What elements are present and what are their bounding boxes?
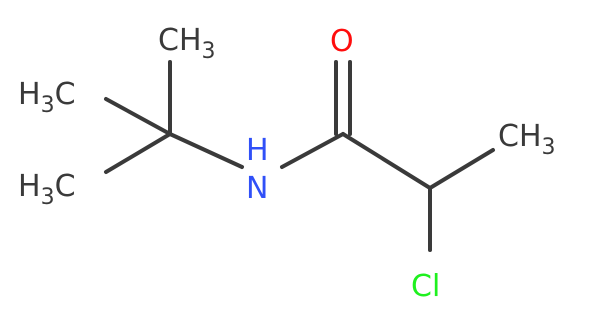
atom-o: O <box>330 24 354 59</box>
atom-nh-h: H <box>246 133 269 168</box>
atom-h3c-upper: H3C <box>18 77 76 118</box>
bond-calpha-ch3 <box>428 148 495 190</box>
atom-ch3-right-sub: 3 <box>542 135 556 160</box>
bond-carbonyl-calpha <box>341 132 432 190</box>
atom-ch3-right: CH3 <box>498 119 556 160</box>
atom-ch3-right-main: CH <box>498 119 542 154</box>
atom-h3c-lower: H3C <box>18 169 76 210</box>
bond-cq-h3c-upper <box>104 97 172 136</box>
bond-cq-n <box>168 132 244 169</box>
atom-labels: CH3 H3C H3C H N O CH3 Cl <box>18 23 556 304</box>
bond-cq-h3c-lower <box>104 132 172 174</box>
atom-h3c-lower-sub: 3 <box>41 185 55 210</box>
atom-h3c-upper-sub: 3 <box>41 93 55 118</box>
bond-n-carbonyl <box>280 132 345 169</box>
atom-h3c-upper-h: H <box>18 77 41 112</box>
atom-n: N <box>246 171 268 206</box>
atom-ch3-top: CH3 <box>158 23 216 64</box>
atom-h3c-lower-c: C <box>55 169 76 204</box>
atom-ch3-top-main: CH <box>158 23 202 58</box>
bonds <box>104 60 495 252</box>
atom-h3c-upper-c: C <box>55 77 76 112</box>
atom-cl: Cl <box>411 269 440 304</box>
atom-h3c-lower-h: H <box>18 169 41 204</box>
atom-ch3-top-sub: 3 <box>202 39 216 64</box>
